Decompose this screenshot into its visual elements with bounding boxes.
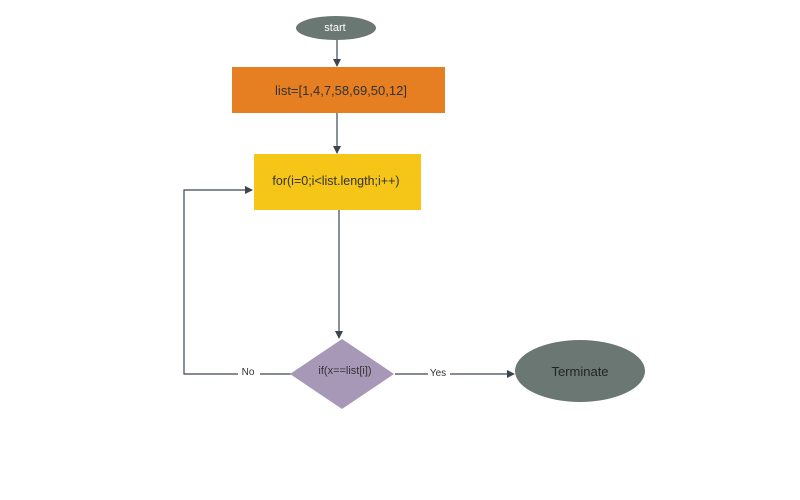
decision-node-label: if(x==list[i]) [318, 365, 371, 377]
terminate-node [515, 340, 645, 402]
terminate-node-label: Terminate [551, 364, 608, 379]
start-node-label: start [324, 22, 345, 34]
edge-label-no-bg [238, 365, 260, 379]
for-loop-node [254, 154, 421, 210]
edge-label-yes: Yes [430, 368, 446, 379]
list-init-node-label: list=[1,4,7,58,69,50,12] [275, 83, 407, 98]
edge-decision-no-to-loop [183, 186, 292, 375]
edge-label-yes-bg [428, 366, 450, 380]
start-node [296, 16, 376, 40]
for-loop-node-label: for(i=0;i<list.length;i++) [272, 174, 399, 188]
decision-node [290, 339, 394, 409]
list-init-node [232, 67, 445, 113]
edge-label-no: No [242, 367, 255, 378]
